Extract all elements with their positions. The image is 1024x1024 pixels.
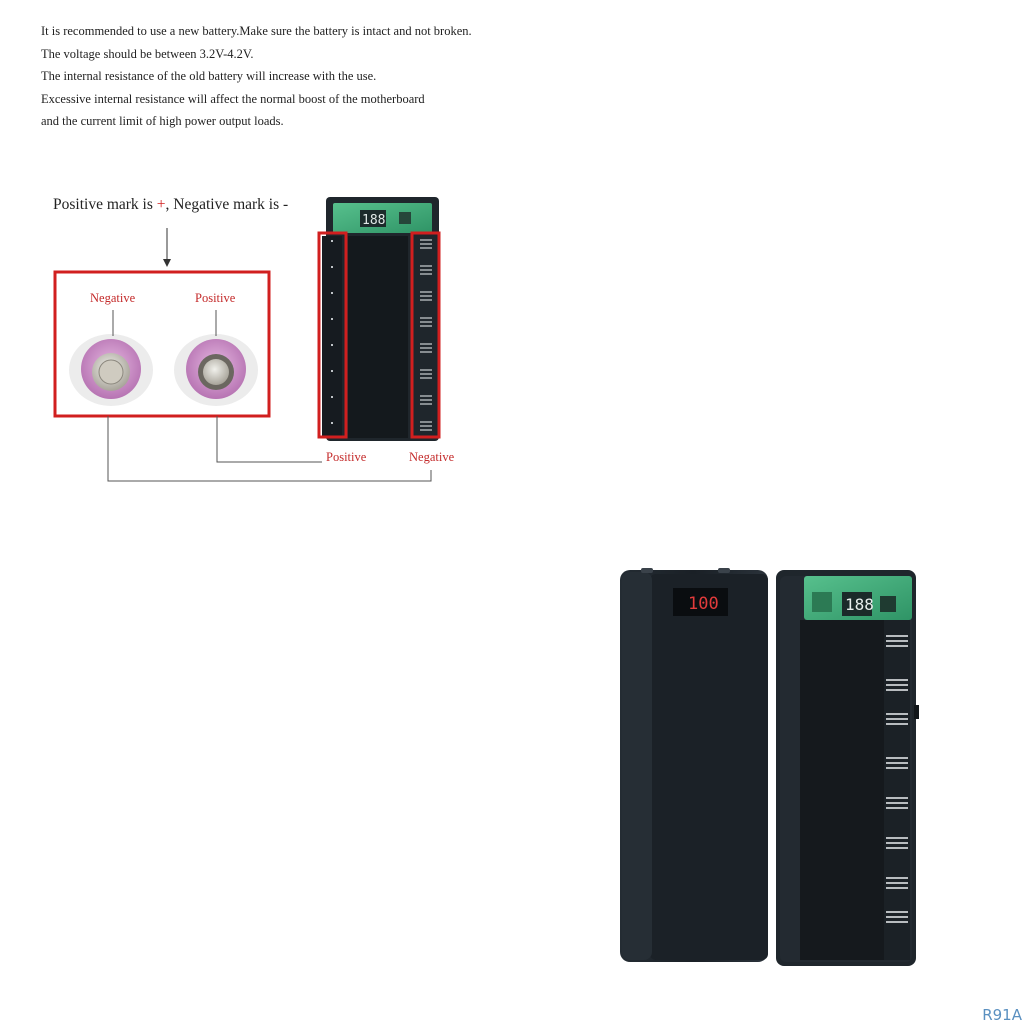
power-bank-lid: 100 [620,568,768,962]
caption-text-a: Positive mark is [53,196,157,213]
down-arrow [163,228,171,267]
note-line: The voltage should be between 3.2V-4.2V. [41,46,254,61]
polarity-caption: Positive mark is +, Negative mark is - [53,196,288,214]
small-display-readout: 188 [362,213,385,228]
slot-positive-label: Positive [326,450,367,464]
note-line: The internal resistance of the old batte… [41,69,377,84]
board-display-readout: 188 [845,595,874,614]
slot-negative-label: Negative [409,450,455,464]
note-line: and the current limit of high power outp… [41,114,284,129]
power-bank-open-box: 188 [776,570,919,966]
note-line: It is recommended to use a new battery.M… [41,24,472,38]
cell-negative-label: Negative [90,291,136,305]
lid-display-readout: 100 [688,594,719,614]
battery-notes: It is recommended to use a new battery.M… [41,20,472,133]
negative-slot-highlight [410,231,441,439]
battery-cell-positive [174,334,258,406]
plus-sign: + [156,196,166,213]
caption-text-b: , Negative mark is - [165,196,289,213]
battery-cell-negative [69,334,153,406]
watermark: R91A [982,1006,1022,1024]
connector-lines [107,416,432,482]
battery-box-diagram: 188 [322,197,439,441]
large-spring-column [886,635,908,923]
spring-column [420,239,432,431]
cell-positive-label: Positive [195,291,236,305]
cells-highlight-box [53,270,271,418]
note-line: Excessive internal resistance will affec… [41,91,425,106]
positive-slot-highlight [317,231,348,439]
